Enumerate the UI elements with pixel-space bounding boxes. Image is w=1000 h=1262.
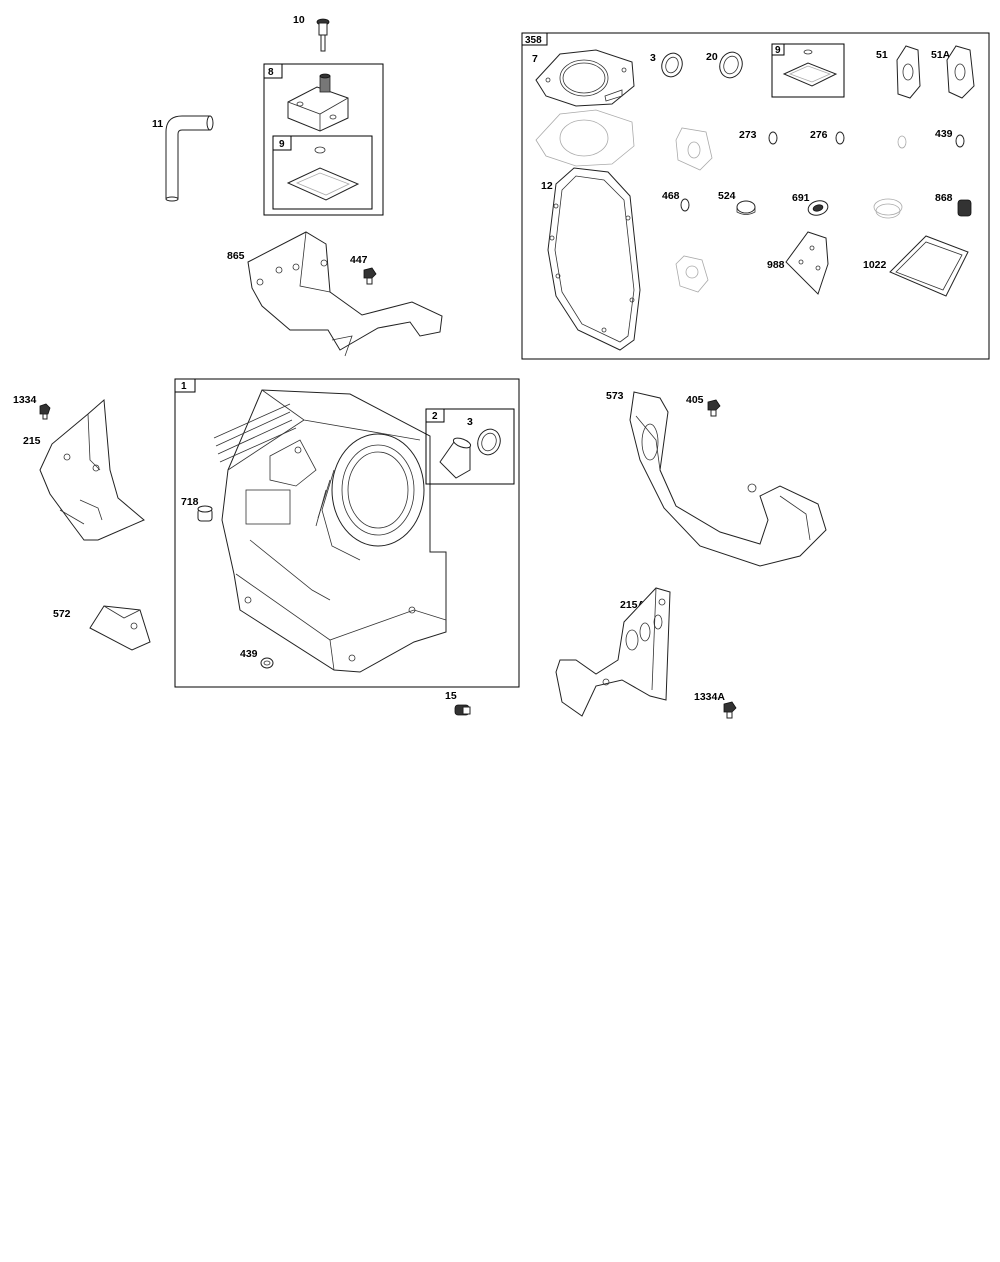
callout-1334a: 1334A <box>694 691 725 703</box>
callout-439-block: 439 <box>240 648 258 660</box>
gasket-kit-box: 358 7 3 20 9 51 51A <box>521 32 990 360</box>
part-215-shroud: 215 <box>23 398 145 541</box>
callout-988: 988 <box>767 259 785 271</box>
box-8-tag <box>263 63 283 79</box>
box-2-tag <box>425 408 445 423</box>
part-15-plug: 15 <box>445 690 471 716</box>
callout-15: 15 <box>445 690 457 702</box>
callout-865: 865 <box>227 250 245 262</box>
callout-10: 10 <box>293 14 305 26</box>
callout-718: 718 <box>181 496 199 508</box>
part-447-screw: 447 <box>350 254 377 285</box>
part-405-screw: 405 <box>686 394 721 417</box>
box-9-label: 9 <box>279 139 285 150</box>
callout-20: 20 <box>706 51 718 63</box>
valve-cover-assembly-box: 8 9 <box>263 63 384 216</box>
part-1334a-screw: 1334A <box>694 691 737 719</box>
part-215a-shroud: 215A <box>555 587 671 717</box>
part-572-guard: 572 <box>53 605 151 651</box>
callout-51a: 51A <box>931 49 951 61</box>
callout-447: 447 <box>350 254 368 266</box>
callout-276: 276 <box>810 129 828 141</box>
callout-1334: 1334 <box>13 394 37 406</box>
callout-215: 215 <box>23 435 41 447</box>
box-9-tag <box>272 135 292 151</box>
box-2-label: 2 <box>432 411 438 422</box>
callout-524: 524 <box>718 190 736 202</box>
callout-573: 573 <box>606 390 624 402</box>
box-358-tag <box>521 32 548 46</box>
box-1-label: 1 <box>181 381 187 392</box>
engine-block-box: 1 2 3 718 <box>174 378 520 688</box>
part-10-screw: 10 <box>293 14 330 52</box>
callout-572: 572 <box>53 608 71 620</box>
box-9-kit-tag <box>771 43 785 56</box>
callout-3-kit: 3 <box>650 52 656 64</box>
callout-691: 691 <box>792 192 810 204</box>
callout-439-kit: 439 <box>935 128 953 140</box>
part-1334-screw: 1334 <box>13 394 51 420</box>
box-1-tag <box>174 378 196 393</box>
callout-1022: 1022 <box>863 259 887 271</box>
part-11-breather-tube: 11 <box>152 115 214 202</box>
callout-12: 12 <box>541 180 553 192</box>
part-573-bracket: 573 <box>606 390 827 567</box>
callout-7: 7 <box>532 53 538 65</box>
callout-11: 11 <box>152 118 163 130</box>
callout-405: 405 <box>686 394 704 406</box>
box-8-label: 8 <box>268 67 274 78</box>
callout-868: 868 <box>935 192 953 204</box>
callout-273: 273 <box>739 129 757 141</box>
callout-51: 51 <box>876 49 888 61</box>
box-358-label: 358 <box>525 35 542 46</box>
box-9-kit-label: 9 <box>775 45 781 56</box>
callout-468: 468 <box>662 190 680 202</box>
callout-3-block: 3 <box>467 416 473 428</box>
part-865-air-guide: 865 <box>227 231 443 357</box>
